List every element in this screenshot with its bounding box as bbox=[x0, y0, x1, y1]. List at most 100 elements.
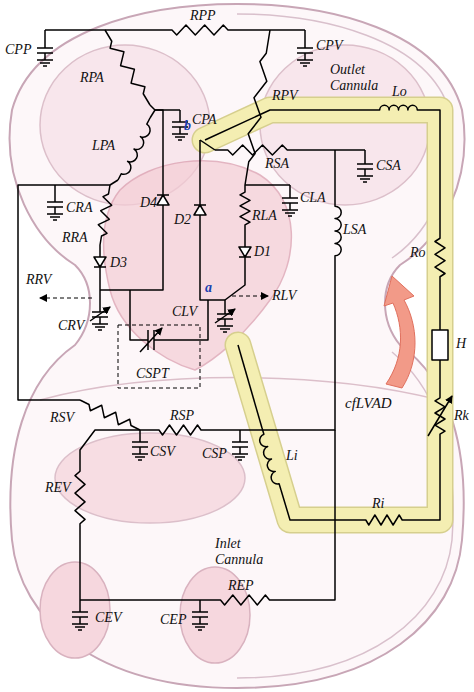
component-label: Ri bbox=[372, 496, 384, 512]
resistor-symbol bbox=[150, 425, 210, 435]
diode-symbol bbox=[239, 247, 251, 257]
wire bbox=[140, 429, 150, 431]
resistor-symbol bbox=[435, 230, 445, 285]
wire bbox=[238, 345, 262, 428]
component-label: CEP bbox=[160, 612, 186, 628]
wire bbox=[281, 490, 358, 520]
inductor-symbol bbox=[118, 118, 150, 180]
node-point-label: b bbox=[184, 118, 191, 134]
component-label: RPA bbox=[80, 70, 104, 86]
component-label: CEV bbox=[95, 610, 121, 626]
wire bbox=[200, 140, 215, 150]
cannula-label: Inlet Cannula bbox=[215, 536, 277, 568]
variable-capacitor-symbol bbox=[217, 302, 233, 332]
wire bbox=[225, 232, 245, 300]
capacitor-symbol bbox=[297, 36, 313, 66]
resistance-pointer bbox=[232, 296, 268, 297]
component-label: REP bbox=[228, 578, 254, 594]
variable-arrow bbox=[215, 309, 235, 323]
resistor-symbol bbox=[215, 145, 300, 155]
wire bbox=[240, 262, 335, 430]
component-label: D3 bbox=[110, 255, 127, 271]
component-label: RPP bbox=[190, 8, 216, 24]
wire bbox=[224, 300, 226, 302]
component-label: RPV bbox=[272, 88, 298, 104]
inductor-symbol bbox=[375, 105, 422, 110]
pump-symbol bbox=[432, 330, 448, 360]
component-label: CRV bbox=[58, 318, 84, 334]
capacitor-symbol bbox=[282, 186, 298, 216]
capacitor-symbol bbox=[37, 36, 53, 66]
wire bbox=[100, 110, 163, 290]
resistor-symbol bbox=[210, 595, 280, 605]
wire bbox=[300, 149, 365, 151]
wire bbox=[80, 599, 210, 601]
wire bbox=[79, 535, 81, 600]
wire bbox=[80, 430, 140, 460]
lung bbox=[260, 45, 430, 205]
resistor-symbol bbox=[80, 400, 140, 430]
wire bbox=[410, 442, 440, 520]
capacitor-symbol bbox=[47, 190, 63, 220]
component-label: CPP bbox=[5, 42, 31, 58]
component-label: RRV bbox=[26, 272, 51, 288]
capacitor-symbol bbox=[132, 430, 148, 460]
wire bbox=[45, 29, 160, 31]
component-label: Ro bbox=[410, 245, 426, 261]
wire bbox=[334, 150, 336, 200]
resistor-symbol bbox=[358, 515, 410, 525]
component-label: D2 bbox=[174, 212, 191, 228]
wire bbox=[130, 290, 148, 340]
capacitor-symbol bbox=[72, 600, 88, 630]
component-label: CSP bbox=[202, 446, 227, 462]
component-label: REV bbox=[45, 480, 71, 496]
resistance-pointer bbox=[40, 298, 92, 299]
node-point-label: a bbox=[205, 280, 212, 296]
component-label: Lo bbox=[392, 84, 407, 100]
component-label: RSV bbox=[50, 410, 74, 426]
component-label: Li bbox=[286, 448, 298, 464]
resistor-symbol bbox=[240, 185, 250, 232]
wire bbox=[99, 290, 101, 300]
component-label: CLA bbox=[300, 190, 326, 206]
capacitor-symbol bbox=[357, 152, 373, 182]
wire bbox=[439, 285, 441, 330]
wire bbox=[205, 110, 375, 140]
diode-symbol bbox=[94, 257, 106, 267]
diode-symbol bbox=[194, 205, 206, 215]
component-label: D1 bbox=[254, 244, 271, 260]
cannula-label: Outlet Cannula bbox=[330, 62, 392, 94]
diode-symbol bbox=[157, 195, 169, 205]
wire bbox=[200, 140, 225, 300]
component-label: RLA bbox=[252, 208, 277, 224]
component-label: CLV bbox=[172, 304, 197, 320]
component-label: CPA bbox=[192, 112, 217, 128]
component-label: LPA bbox=[92, 138, 115, 154]
component-label: CSV bbox=[150, 444, 175, 460]
wire bbox=[110, 180, 118, 185]
wire bbox=[439, 360, 441, 390]
wire bbox=[240, 29, 305, 31]
component-label: RLV bbox=[272, 288, 296, 304]
cannula-band bbox=[205, 110, 440, 520]
capacitor-symbol bbox=[192, 600, 208, 630]
wire bbox=[44, 30, 46, 36]
variable-arrow bbox=[428, 396, 452, 436]
resistor-symbol bbox=[105, 30, 150, 105]
wire bbox=[422, 110, 440, 230]
component-label: RRA bbox=[62, 230, 88, 246]
wire bbox=[210, 429, 240, 431]
resistor-symbol bbox=[98, 185, 111, 245]
inductor-symbol bbox=[335, 200, 341, 262]
component-label: LSA bbox=[343, 222, 366, 238]
wire bbox=[150, 105, 155, 110]
variable-arrow bbox=[90, 307, 110, 321]
wire bbox=[54, 185, 56, 190]
cannula-edge bbox=[205, 110, 440, 520]
flow-arrow bbox=[384, 276, 415, 388]
wire bbox=[289, 185, 291, 186]
device-label: cfLVAD bbox=[345, 395, 392, 411]
component-label: D4 bbox=[140, 195, 157, 211]
wire bbox=[150, 110, 155, 118]
